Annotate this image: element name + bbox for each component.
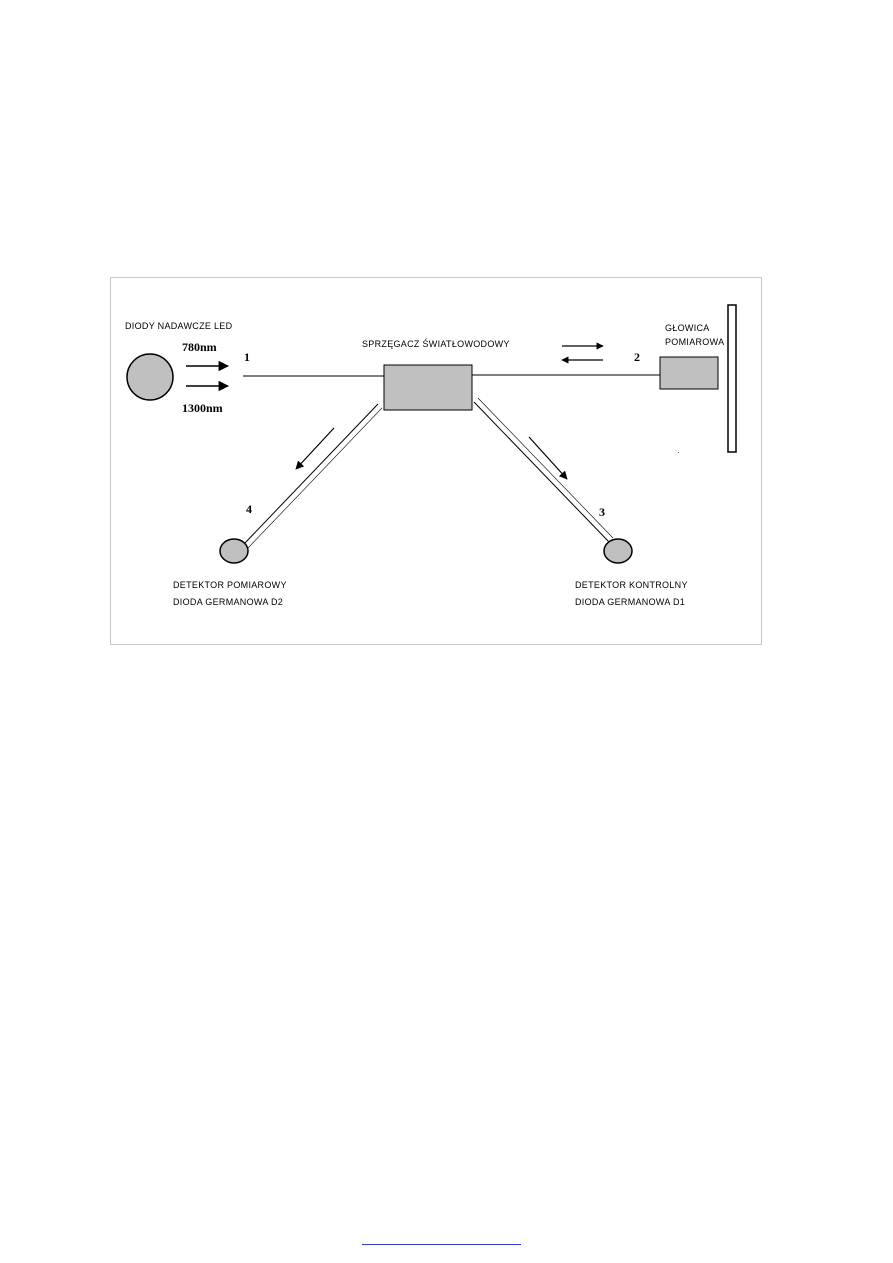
arrow-to-detector-d2 [295, 427, 335, 470]
fiber-port-4-edge [247, 407, 383, 549]
fiber-port-3-edge [477, 397, 614, 539]
port-3-label: 3 [599, 505, 605, 519]
fiber-coupler-box [383, 364, 473, 411]
led-sources-label: DIODY NADAWCZE LED [125, 321, 233, 331]
measure-detector-label-line2: DIODA GERMANOWA D2 [173, 597, 283, 607]
head-label-line2: POMIAROWA [665, 337, 724, 347]
footer-link-underline[interactable] [362, 1244, 521, 1245]
port-1-label: 1 [244, 350, 250, 364]
measurement-head-box [659, 356, 719, 390]
measure-detector-label-line1: DETEKTOR POMIAROWY [173, 580, 287, 590]
control-detector-label-line2: DIODA GERMANOWA D1 [575, 597, 685, 607]
control-detector-d1 [603, 538, 633, 564]
port-4-label: 4 [246, 502, 252, 516]
wavelength-1300-label: 1300nm [182, 401, 223, 415]
control-detector-label-line1: DETEKTOR KONTROLNY [575, 580, 688, 590]
reflective-surface [727, 304, 737, 453]
diagram-frame [110, 277, 762, 645]
measuring-detector-d2 [219, 538, 249, 564]
coupler-label: SPRZĘGACZ ŚWIATŁOWODOWY [362, 338, 510, 349]
arrow-to-detector-d1 [528, 436, 568, 480]
port-2-label: 2 [634, 350, 640, 364]
fiber-port-4 [243, 403, 379, 545]
head-label-line1: GŁOWICA [665, 323, 710, 333]
led-source-circle [126, 353, 174, 401]
wavelength-780-label: 780nm [182, 340, 217, 354]
dot-mark [678, 452, 679, 453]
fiber-port-3 [473, 401, 610, 543]
